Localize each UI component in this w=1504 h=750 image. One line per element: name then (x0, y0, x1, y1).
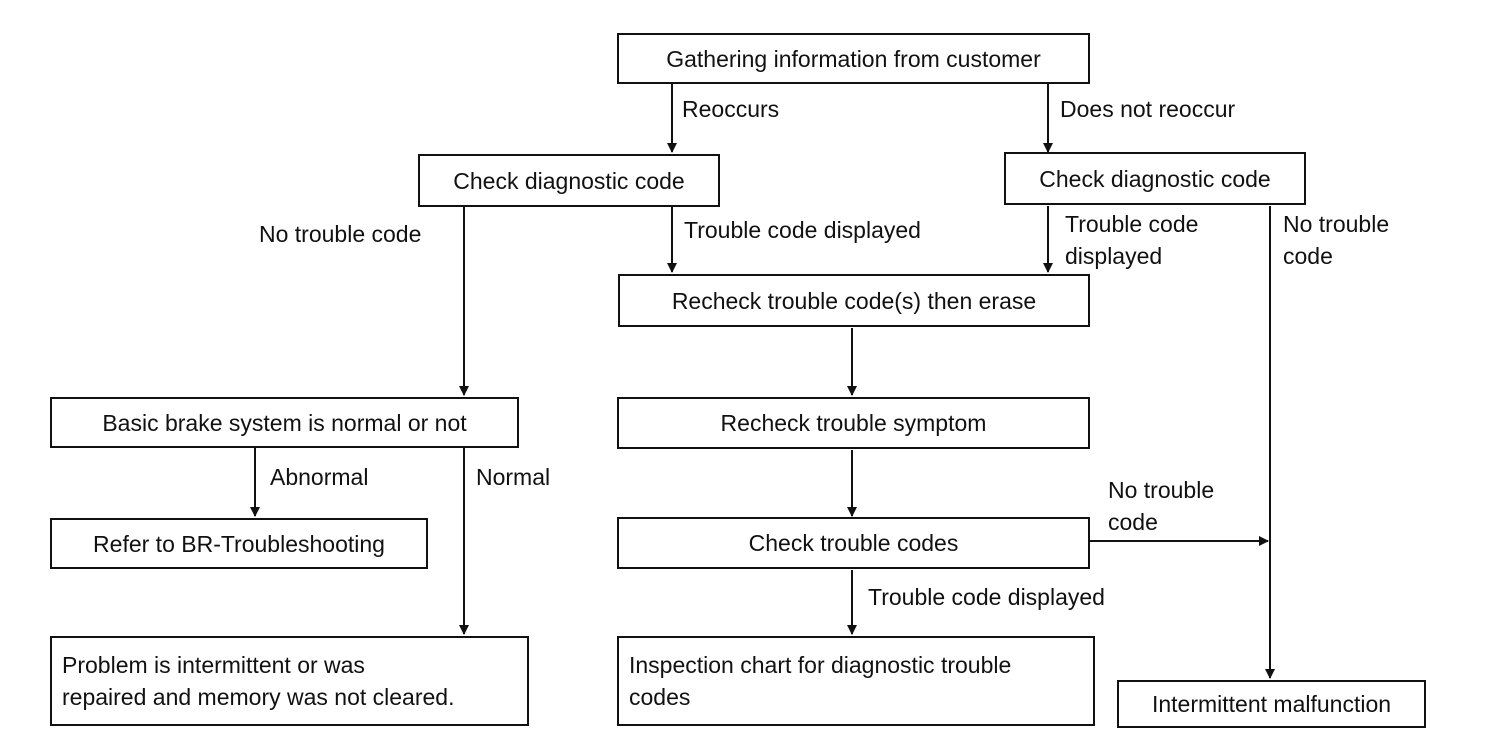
label-trouble-code-displayed-right-line2: displayed (1065, 243, 1163, 269)
label-normal: Normal (476, 464, 551, 490)
label-no-trouble-code-bottom-line1: No trouble (1108, 477, 1215, 503)
label-no-trouble-code-left: No trouble code (259, 221, 422, 247)
label-trouble-code-displayed-bottom: Trouble code displayed (868, 584, 1105, 610)
label-trouble-code-displayed-mid: Trouble code displayed (684, 217, 921, 243)
label-abnormal: Abnormal (270, 464, 369, 490)
check-diagnostic-code-left-box: Check diagnostic code (418, 154, 720, 207)
label-trouble-code-displayed-right-line1: Trouble code (1065, 211, 1199, 237)
recheck-trouble-symptom-box: Recheck trouble symptom (617, 397, 1090, 449)
refer-br-troubleshooting-box: Refer to BR-Troubleshooting (50, 518, 428, 569)
problem-intermittent-line2: repaired and memory was not cleared. (62, 684, 455, 710)
check-diagnostic-code-right-text: Check diagnostic code (1039, 165, 1271, 192)
label-no-trouble-code-bottom-line2: code (1108, 509, 1158, 535)
check-trouble-codes-text: Check trouble codes (748, 530, 959, 556)
recheck-trouble-codes-text: Recheck trouble code(s) then erase (671, 287, 1037, 314)
check-diagnostic-code-right-box: Check diagnostic code (1004, 152, 1306, 205)
problem-intermittent-box: Problem is intermittent or was repaired … (50, 636, 529, 726)
recheck-trouble-symptom-text: Recheck trouble symptom (720, 410, 987, 436)
gather-info-box: Gathering information from customer (617, 33, 1090, 84)
check-trouble-codes-box: Check trouble codes (617, 517, 1090, 569)
intermittent-malfunction-text: Intermittent malfunction (1151, 691, 1392, 717)
inspection-chart-box: Inspection chart for diagnostic trouble … (617, 636, 1095, 726)
gather-info-text: Gathering information from customer (666, 45, 1041, 72)
refer-br-troubleshooting-text: Refer to BR-Troubleshooting (93, 530, 385, 557)
recheck-trouble-codes-box: Recheck trouble code(s) then erase (618, 274, 1090, 327)
intermittent-malfunction-box: Intermittent malfunction (1117, 680, 1426, 728)
check-diagnostic-code-left-text: Check diagnostic code (453, 167, 685, 194)
label-no-trouble-code-right-line1: No trouble (1283, 211, 1390, 237)
inspection-chart-line2: codes (629, 684, 691, 710)
basic-brake-system-box: Basic brake system is normal or not (50, 397, 519, 448)
basic-brake-system-text: Basic brake system is normal or not (102, 409, 467, 436)
problem-intermittent-line1: Problem is intermittent or was (62, 652, 365, 678)
label-does-not-reoccur: Does not reoccur (1060, 96, 1236, 122)
inspection-chart-line1: Inspection chart for diagnostic trouble (629, 652, 1012, 678)
label-no-trouble-code-right-line2: code (1283, 243, 1333, 269)
label-reoccurs: Reoccurs (682, 96, 780, 122)
